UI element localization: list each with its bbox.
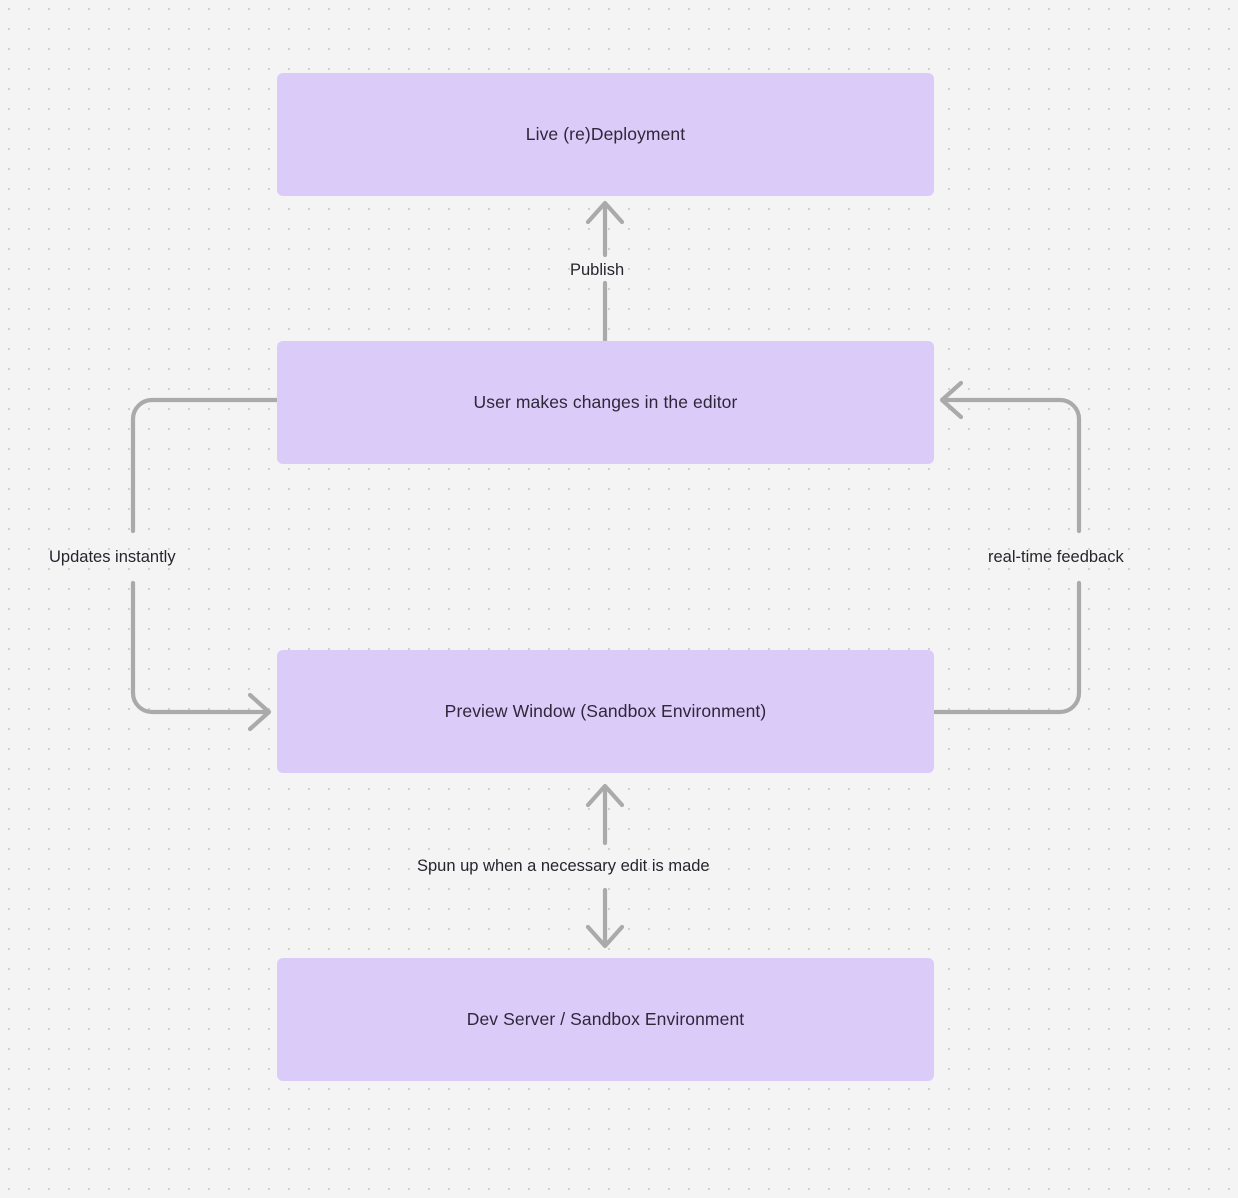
edge-real-time-feedback-lower-segment: [931, 580, 1082, 715]
edge-spun-up-up-arrowhead-icon: [585, 783, 625, 808]
node-preview-window[interactable]: Preview Window (Sandbox Environment): [277, 650, 934, 773]
node-live-deployment-label: Live (re)Deployment: [525, 124, 686, 144]
edge-label-spun-up: Spun up when a necessary edit is made: [417, 857, 710, 875]
node-preview-window-label: Preview Window (Sandbox Environment): [444, 701, 767, 721]
node-user-edits-label: User makes changes in the editor: [473, 392, 738, 412]
edge-updates-instantly-arrowhead-icon: [247, 692, 272, 732]
edge-label-publish: Publish: [570, 261, 625, 279]
edge-spun-up-down-arrowhead-icon: [585, 924, 625, 949]
node-dev-server[interactable]: Dev Server / Sandbox Environment: [277, 958, 934, 1081]
edge-publish-arrowhead-icon: [585, 200, 625, 225]
edge-label-real-time-feedback: real-time feedback: [988, 548, 1124, 566]
edge-label-updates-instantly: Updates instantly: [49, 548, 176, 566]
node-live-deployment[interactable]: Live (re)Deployment: [277, 73, 934, 196]
node-user-edits[interactable]: User makes changes in the editor: [277, 341, 934, 464]
edge-real-time-feedback-upper-segment: [940, 397, 1082, 534]
edge-updates-instantly-upper-segment: [130, 397, 280, 534]
edge-real-time-feedback-arrowhead-icon: [939, 380, 964, 420]
node-dev-server-label: Dev Server / Sandbox Environment: [466, 1009, 745, 1029]
edge-updates-instantly-lower-segment: [130, 580, 271, 715]
